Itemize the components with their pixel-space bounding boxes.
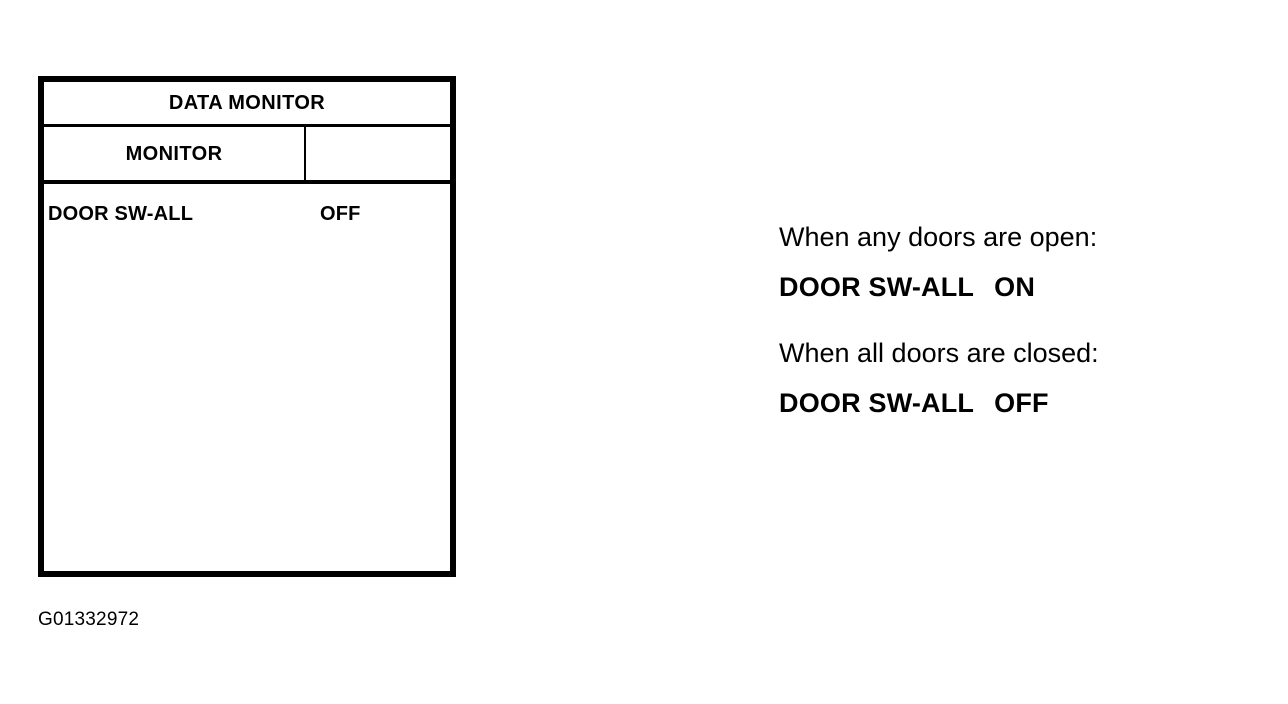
panel-title-row: DATA MONITOR [44, 82, 450, 127]
note-result-row: DOOR SW-ALL ON [779, 269, 1269, 305]
note-result-state: ON [994, 272, 1036, 302]
panel-subhead-row: MONITOR [44, 127, 450, 184]
condition-notes: When any doors are open: DOOR SW-ALL ON W… [779, 219, 1269, 421]
figure-caption: G01332972 [38, 609, 140, 630]
subhead-cell-monitor: MONITOR [44, 127, 306, 180]
data-monitor-panel: DATA MONITOR MONITOR DOOR SW-ALL OFF [38, 76, 456, 577]
note-block-doors-open: When any doors are open: DOOR SW-ALL ON [779, 219, 1269, 305]
data-row-label: DOOR SW-ALL [48, 203, 194, 225]
page-title: DATA MONITOR [168, 92, 326, 114]
table-row: DOOR SW-ALL OFF [44, 201, 450, 227]
note-result-item: DOOR SW-ALL [779, 272, 975, 302]
note-result-state: OFF [994, 388, 1049, 418]
note-condition-text: When all doors are closed: [779, 338, 1099, 368]
note-block-doors-closed: When all doors are closed: DOOR SW-ALL OF… [779, 335, 1269, 421]
data-row-value: OFF [320, 203, 361, 225]
panel-body: DOOR SW-ALL OFF [44, 184, 450, 567]
subhead-label-monitor: MONITOR [125, 142, 223, 165]
note-result-row: DOOR SW-ALL OFF [779, 385, 1269, 421]
note-result-item: DOOR SW-ALL [779, 388, 975, 418]
subhead-cell-value [306, 127, 450, 180]
note-condition-text: When any doors are open: [779, 222, 1098, 252]
